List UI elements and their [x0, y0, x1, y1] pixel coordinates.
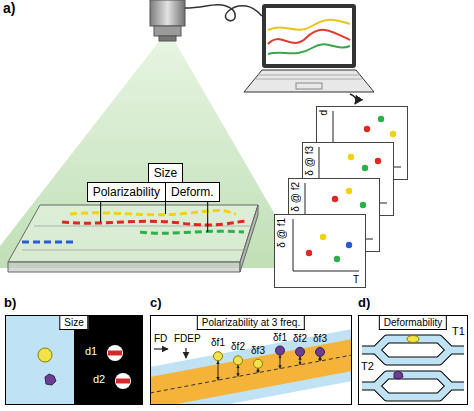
panel-frame: Polarizability at 3 freq.	[150, 315, 352, 405]
data-point	[334, 256, 340, 262]
cell	[296, 347, 305, 356]
transit-label: T2	[361, 360, 374, 372]
box-label: Polarizability	[93, 185, 160, 199]
panel-title: Polarizability at 3 freq.	[197, 316, 305, 330]
trajectory	[22, 241, 76, 244]
cell-image	[115, 373, 131, 389]
data-point	[360, 202, 366, 208]
deflection-label: δf2	[293, 333, 307, 345]
data-point	[378, 116, 384, 122]
signal-trace	[268, 20, 350, 30]
transit-label: T1	[452, 325, 465, 337]
channel	[22, 226, 252, 250]
leader-line	[165, 202, 166, 214]
box-label: Deform.	[171, 185, 214, 199]
leader-lines	[101, 202, 208, 232]
cable	[185, 5, 262, 21]
chip	[240, 205, 258, 272]
cell-image	[108, 351, 122, 356]
chip	[8, 262, 240, 272]
trajectory	[140, 231, 244, 233]
data-point	[390, 131, 396, 137]
touchpad	[296, 83, 322, 89]
objective	[154, 26, 181, 36]
arrow	[350, 94, 356, 104]
cell-image	[116, 379, 130, 384]
cell	[214, 352, 223, 361]
cell	[254, 359, 263, 368]
deflection-label: δf3	[251, 345, 265, 357]
cell	[316, 348, 325, 357]
property-box: Size	[148, 163, 183, 183]
signal-trace	[268, 44, 350, 54]
axis-label: d	[318, 110, 330, 116]
chip	[8, 205, 258, 262]
laptop-base	[244, 70, 374, 92]
axis-label: δ @ f1	[276, 218, 288, 248]
deflection-label: δf2	[231, 341, 245, 353]
cell	[38, 348, 52, 362]
objective	[150, 0, 185, 26]
deflection-label: δf1	[273, 332, 287, 344]
force-label: FDEP	[174, 333, 201, 345]
deflection-label: δf3	[313, 333, 327, 345]
axis-label: T	[353, 274, 359, 286]
data-point	[306, 250, 312, 256]
data-point	[346, 242, 352, 248]
cell	[45, 374, 56, 385]
plot-axes	[275, 215, 365, 287]
leader-line	[207, 202, 208, 232]
panel-letter: d)	[358, 297, 370, 309]
panel-frame: Deformability	[358, 315, 468, 405]
property-box: Deform.	[165, 182, 220, 202]
signal-trace	[268, 30, 350, 44]
data-point	[375, 158, 381, 164]
electrode-band	[151, 339, 351, 404]
axis-label: δ @ f3	[304, 146, 316, 176]
data-point	[362, 165, 368, 171]
plot-card: δ @ f1 T	[274, 214, 366, 288]
cell	[276, 346, 285, 355]
leader-line	[100, 202, 101, 222]
laptop-screen	[266, 8, 352, 64]
diameter-label: d1	[85, 345, 97, 357]
objective	[159, 36, 176, 41]
deflection-arrow	[218, 355, 320, 380]
panel-letter: b)	[4, 297, 16, 309]
force-arrow	[185, 348, 186, 358]
data-point	[332, 196, 338, 202]
data-point	[320, 234, 326, 240]
panel-title: Deformability	[379, 316, 447, 330]
deflection-label: δf1	[211, 337, 225, 349]
panel-frame: Size	[5, 315, 143, 405]
panel-title: Size	[59, 316, 88, 330]
panel-letter: c)	[150, 297, 162, 309]
center-line	[151, 355, 351, 393]
laptop-screen	[262, 4, 356, 68]
trajectory	[70, 211, 236, 215]
property-box: Polarizability	[87, 182, 166, 202]
panel-letter: a)	[3, 2, 15, 14]
box-label: Size	[154, 166, 177, 180]
data-point	[348, 154, 354, 160]
data-point	[346, 188, 352, 194]
cell	[234, 356, 243, 365]
data-point	[364, 126, 370, 132]
trajectory	[62, 221, 248, 225]
keyboard	[256, 75, 362, 79]
diameter-label: d2	[93, 373, 105, 385]
channel	[151, 329, 351, 404]
force-arrow	[154, 348, 168, 349]
force-label: FD	[154, 333, 167, 345]
channel-network	[362, 336, 464, 398]
axis-label: δ @ f2	[290, 182, 302, 212]
cell-image	[107, 345, 123, 361]
axis	[293, 219, 359, 271]
